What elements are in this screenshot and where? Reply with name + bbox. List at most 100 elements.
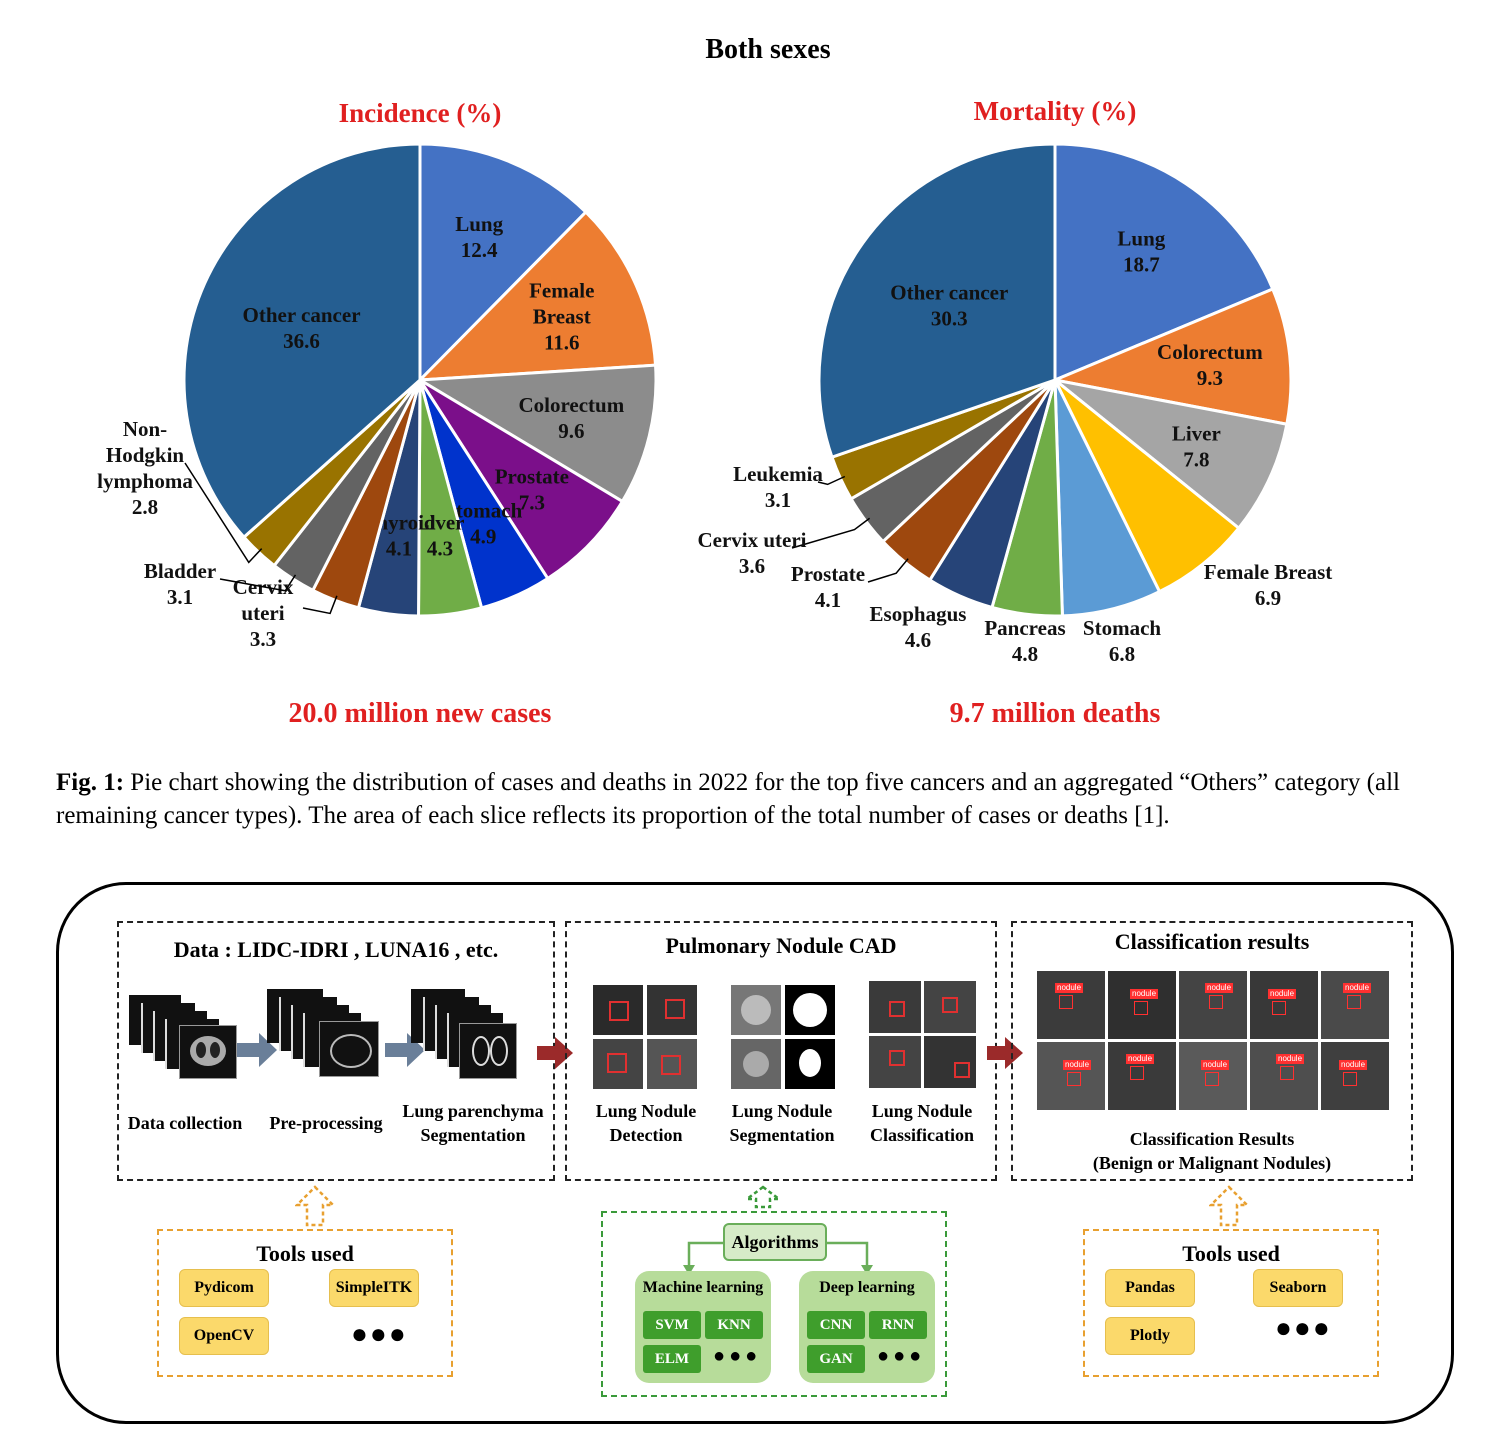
result-thumbnail: nodule (1108, 1042, 1176, 1110)
pie-category-label: Breast (533, 304, 591, 328)
nodule-tag: nodule (1126, 1054, 1155, 1064)
tool-pandas: Pandas (1105, 1269, 1195, 1307)
pie-category-label: Colorectum (518, 393, 624, 417)
pie-value-label: 4.1 (386, 536, 412, 560)
pie-slice-colorectum (415, 363, 658, 504)
nodule-tag: nodule (1343, 983, 1372, 993)
deep-learning-box: Deep learning CNN RNN GAN ●●● (799, 1271, 935, 1383)
arrow-icon (987, 1037, 1023, 1069)
ml-elm: ELM (643, 1345, 701, 1373)
pie-footer-0: 20.0 million new cases (289, 698, 552, 729)
results-caption-line2: (Benign or Malignant Nodules) (1092, 1153, 1332, 1173)
pie-value-label: 4.1 (815, 588, 841, 612)
nodule-tag: nodule (1130, 989, 1159, 999)
machine-learning-title: Machine learning (642, 1279, 764, 1296)
result-thumbnail: nodule (1250, 971, 1318, 1039)
algorithms-box: Algorithms Machine learning SVM KNN ELM … (601, 1211, 947, 1397)
pie-value-label: 3.6 (739, 554, 765, 578)
nodule-box (1347, 995, 1361, 1009)
nodule-tag: nodule (1205, 983, 1234, 993)
result-thumbnail: nodule (1037, 971, 1105, 1039)
up-arrow-icon (1209, 1185, 1249, 1227)
nodule-box (1272, 1001, 1286, 1015)
pie-layer: Incidence (%)20.0 million new casesLung1… (97, 96, 1332, 729)
pie-slice-other-cancer (182, 142, 422, 540)
result-thumbnail: nodule (1321, 971, 1389, 1039)
pie-value-label: 4.6 (905, 628, 931, 652)
cad-box: Pulmonary Nodule CAD Lung Nodule Detecti… (565, 921, 997, 1181)
pie-value-label: 3.1 (765, 488, 791, 512)
ct-stack-preprocessed (267, 989, 379, 1077)
pie-category-label: Colorectum (1157, 340, 1263, 364)
tools-right-box: Tools used Pandas Seaborn Plotly ●●● (1083, 1229, 1379, 1377)
nodule-tag: nodule (1055, 983, 1084, 993)
figure-title: Both sexes (705, 34, 830, 65)
results-image-grid: nodule nodule nodule nodule nodule nodule nodu… (1037, 971, 1389, 1111)
pie-title-1: Mortality (%) (974, 96, 1137, 126)
pie-value-label: 3.3 (250, 627, 276, 651)
nodule-box (1205, 1072, 1219, 1086)
tool-simpleitk: SimpleITK (329, 1269, 419, 1307)
nodule-tag: nodule (1063, 1060, 1092, 1070)
pie-category-label: Leukemia (733, 462, 823, 486)
step-pre-processing: Pre-processing (269, 1113, 383, 1133)
nodule-box (1343, 1072, 1357, 1086)
up-arrow-icon (743, 1185, 783, 1209)
deep-learning-title: Deep learning (819, 1279, 915, 1296)
more-ml-dots: ●●● (713, 1345, 762, 1367)
tools-left-title: Tools used (256, 1241, 354, 1266)
pie-value-label: 36.6 (283, 329, 320, 353)
step-nodule-classification-line2: Classification (869, 1125, 974, 1145)
pie-category-label: Prostate (495, 464, 569, 488)
figure-caption: Fig. 1: Pie chart showing the distributi… (56, 766, 1466, 832)
pie-category-label: Pancreas (984, 616, 1065, 640)
nodule-box (1280, 1066, 1294, 1080)
pie-value-label: 11.6 (544, 330, 580, 354)
caption-text: Pie chart showing the distribution of ca… (56, 769, 1400, 829)
step-nodule-segmentation-line2: Segmentation (729, 1125, 835, 1145)
tool-opencv: OpenCV (179, 1317, 269, 1355)
cad-pipeline-diagram: Data : LIDC-IDRI , LUNA16 , etc. (56, 882, 1454, 1424)
step-nodule-segmentation-line1: Lung Nodule (731, 1101, 833, 1121)
pie-title-0: Incidence (%) (339, 98, 502, 128)
nodule-box (1130, 1066, 1144, 1080)
result-thumbnail: nodule (1037, 1042, 1105, 1110)
pie-category-label: Liver (416, 510, 465, 534)
pie-value-label: 2.8 (132, 495, 158, 519)
result-thumbnail: nodule (1250, 1042, 1318, 1110)
leader-line (817, 475, 846, 486)
pie-category-label: Non- (123, 417, 167, 441)
result-thumbnail: nodule (1179, 971, 1247, 1039)
pie-value-label: 4.8 (1012, 642, 1038, 666)
pie-category-label: Female (529, 278, 594, 302)
more-dl-dots: ●●● (877, 1345, 926, 1367)
dl-gan: GAN (807, 1345, 865, 1373)
tool-seaborn: Seaborn (1253, 1269, 1343, 1307)
step-segmentation: Segmentation (420, 1125, 526, 1145)
data-box: Data : LIDC-IDRI , LUNA16 , etc. (117, 921, 555, 1181)
nodule-box (1209, 995, 1223, 1009)
machine-learning-box: Machine learning SVM KNN ELM ●●● (635, 1271, 771, 1383)
nodule-tag: nodule (1339, 1060, 1368, 1070)
pie-slice-lung (418, 142, 588, 384)
result-thumbnail: nodule (1321, 1042, 1389, 1110)
tool-pydicom: Pydicom (179, 1269, 269, 1307)
results-caption-line1: Classification Results (1129, 1129, 1295, 1149)
result-thumbnail: nodule (1108, 971, 1176, 1039)
pie-category-label: Other cancer (890, 281, 1008, 305)
pie-category-label: Other cancer (243, 303, 361, 327)
nodule-tag: nodule (1276, 1054, 1305, 1064)
nodule-tag: nodule (1268, 989, 1297, 999)
more-tools-dots: ●●● (1275, 1313, 1332, 1344)
tool-plotly: Plotly (1105, 1317, 1195, 1355)
pie-value-label: 4.9 (470, 524, 496, 548)
pie-slice-prostate (418, 378, 625, 581)
data-box-title: Data : LIDC-IDRI , LUNA16 , etc. (173, 937, 499, 962)
pie-category-label: Bladder (144, 559, 216, 583)
results-box-title: Classification results (1114, 929, 1310, 954)
leader-line (302, 595, 338, 615)
pie-value-label: 6.8 (1109, 642, 1135, 666)
pie-category-label: Cervix uteri (697, 528, 806, 552)
cad-box-title: Pulmonary Nodule CAD (665, 933, 897, 958)
leader-line (184, 462, 263, 564)
